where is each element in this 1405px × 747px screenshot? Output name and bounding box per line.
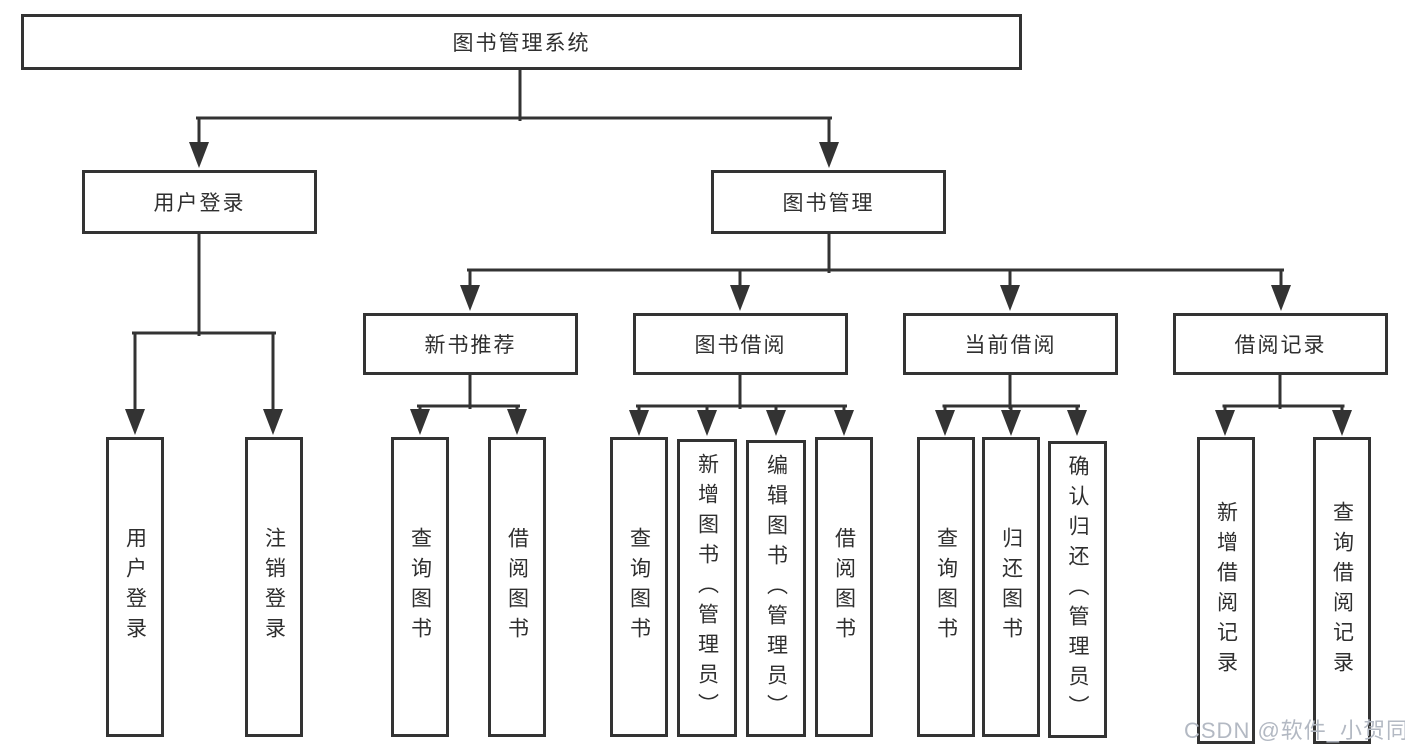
leaf-current-return-books: 归还图书 [982, 437, 1040, 737]
leaf-borrow-borrow-books: 借阅图书 [815, 437, 873, 737]
leaf-recommend-borrow-books: 借阅图书 [488, 437, 546, 737]
node-current-borrow: 当前借阅 [903, 313, 1118, 375]
arrowhead-path [125, 142, 1352, 436]
leaf-records-add-record: 新增借阅记录 [1197, 437, 1255, 744]
node-user-login-label: 用户登录 [153, 192, 246, 215]
node-book-management: 图书管理 [711, 170, 946, 234]
leaf-current-return-books-label: 归还图书 [999, 527, 1023, 647]
leaf-current-query-books: 查询图书 [917, 437, 975, 737]
node-current-borrow-label: 当前借阅 [964, 334, 1057, 357]
leaf-records-query-record: 查询借阅记录 [1313, 437, 1371, 744]
csdn-watermark: CSDN @软件_小贺同学 [1184, 718, 1405, 743]
node-root: 图书管理系统 [21, 14, 1022, 70]
leaf-records-query-record-label: 查询借阅记录 [1330, 500, 1354, 681]
leaf-logout: 注销登录 [245, 437, 303, 737]
node-root-label: 图书管理系统 [452, 32, 591, 55]
leaf-recommend-query-books-label: 查询图书 [408, 527, 432, 647]
node-borrow-records-label: 借阅记录 [1234, 334, 1327, 357]
node-book-borrow: 图书借阅 [633, 313, 848, 375]
leaf-user-login-label: 用户登录 [123, 527, 147, 647]
leaf-borrow-edit-books-admin-label: 编辑图书（管理员） [764, 453, 788, 724]
leaf-user-login: 用户登录 [106, 437, 164, 737]
leaf-borrow-borrow-books-label: 借阅图书 [832, 527, 856, 647]
node-book-borrow-label: 图书借阅 [694, 334, 787, 357]
leaf-borrow-add-books-admin-label: 新增图书（管理员） [695, 453, 719, 723]
leaf-records-add-record-label: 新增借阅记录 [1214, 500, 1238, 681]
leaf-recommend-query-books: 查询图书 [391, 437, 449, 737]
node-user-login: 用户登录 [82, 170, 317, 234]
leaf-current-query-books-label: 查询图书 [934, 527, 958, 647]
node-new-book-recommend: 新书推荐 [363, 313, 578, 375]
node-book-management-label: 图书管理 [782, 192, 875, 215]
leaf-current-confirm-return-admin: 确认归还（管理员） [1048, 441, 1107, 738]
leaf-current-confirm-return-admin-label: 确认归还（管理员） [1066, 454, 1089, 725]
leaf-logout-label: 注销登录 [262, 527, 286, 647]
node-borrow-records: 借阅记录 [1173, 313, 1388, 375]
leaf-recommend-borrow-books-label: 借阅图书 [505, 527, 529, 647]
leaf-borrow-add-books-admin: 新增图书（管理员） [677, 439, 737, 737]
node-new-book-recommend-label: 新书推荐 [424, 334, 517, 357]
leaf-borrow-edit-books-admin: 编辑图书（管理员） [746, 440, 806, 737]
leaf-borrow-query-books: 查询图书 [610, 437, 668, 737]
leaf-borrow-query-books-label: 查询图书 [627, 527, 651, 647]
